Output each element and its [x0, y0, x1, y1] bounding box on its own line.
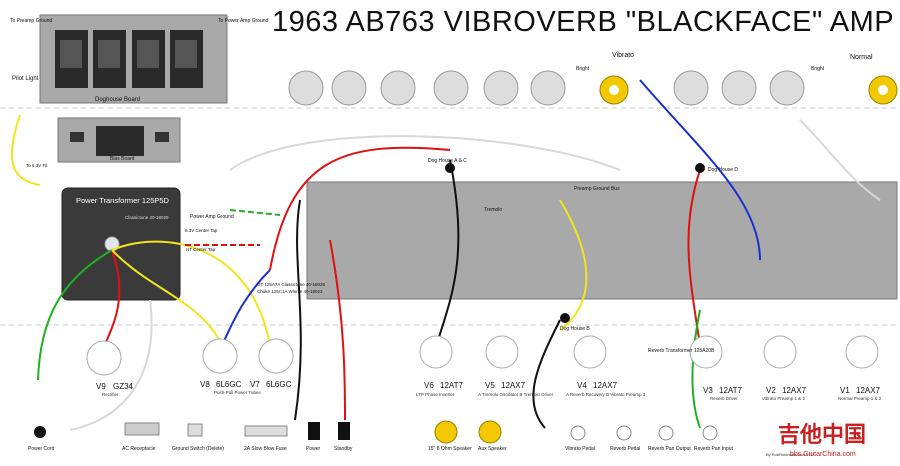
tube-role-v9: Rectifier [102, 392, 119, 397]
center-tap-label: 6.3V Center Tap [185, 228, 218, 233]
watermark-cn: 吉他中国 [778, 422, 866, 447]
page-title: 1963 AB763 VIBROVERB "BLACKFACE" AMP [272, 6, 895, 38]
rear-panel-jacks [34, 420, 718, 444]
tube-role-v4: A Reverb Recovery B Vibrato Preamp 3 [566, 392, 646, 397]
output-transformer-label: OT 125A7A Classictone 40-18026 [257, 282, 325, 287]
jack-label-reverb-in: Reverb Pan Input [694, 446, 734, 452]
main-eyelet-board: Preamp Ground Bus [306, 181, 898, 300]
transformer-model: Classictone 40-18029 [125, 215, 169, 220]
rear-panel-labels: Power Cord AC Receptacle Ground Switch (… [28, 446, 734, 452]
doghouse-b-label: Dog House B [560, 326, 590, 332]
tube-type-v2: 12AX7 [782, 386, 807, 395]
tube-type-v4: 12AX7 [593, 381, 618, 390]
jack-label-speaker: 15" 8 Ohm Speaker [428, 446, 472, 452]
tube-type-v9: GZ34 [113, 382, 134, 391]
jack-label-vibrato-pedal: Vibrato Pedal [565, 446, 595, 452]
doghouse-d-label: Dog House D [708, 167, 738, 173]
tube-pos-v6: V6 [424, 381, 434, 390]
bias-board: Bias Board [57, 117, 181, 163]
tube-pos-v5: V5 [485, 381, 495, 390]
preamp-ground-label: To Preamp Ground [10, 18, 52, 24]
jack-label-reverb-pedal: Reverb Pedal [610, 446, 640, 452]
ht-center-tap-label: HT Center Tap [186, 247, 216, 252]
tube-type-v6: 12AT7 [440, 381, 464, 390]
tube-type-v1: 12AX7 [856, 386, 881, 395]
power-amp-ground-label: Power Amp Ground [190, 214, 234, 220]
transformer-title: Power Transformer 125P5D [76, 196, 170, 205]
choke-label: Choke 125C1A Winnie 40-18023 [257, 289, 323, 294]
jack-label-aux-speaker: Aux Speaker [478, 446, 507, 452]
bias-board-label: Bias Board [110, 156, 135, 162]
tube-type-v8: 6L6GC [216, 380, 242, 389]
doghouse-board: Doghouse Board [39, 14, 228, 104]
tube-type-v3: 12AT7 [719, 386, 743, 395]
jack-label-reverb-out: Reverb Pan Output [648, 446, 691, 452]
jack-label-fuse: 2A Slow Blow Fuse [244, 446, 287, 452]
tube-pos-v7: V7 [250, 380, 260, 389]
bright-label-vibrato: Bright [576, 66, 590, 72]
jack-label-standby: Standby [334, 446, 353, 452]
watermark: 吉他中国 bbs.GuitarChina.com [778, 422, 866, 458]
watermark-url: bbs.GuitarChina.com [790, 451, 856, 458]
preamp-ground-bus-label: Preamp Ground Bus [574, 186, 620, 192]
credit-label: By RobRobinette.com V2.2 [766, 452, 815, 457]
tube-labels: V9 GZ34 V8 6L6GC V7 6L6GC V6 12AT7 V5 12… [96, 380, 881, 395]
chassis-divider-lines [0, 107, 900, 326]
tube-type-v7: 6L6GC [266, 380, 292, 389]
tube-role-labels: Rectifier Push-Pull Power Tubes LTP Phas… [102, 390, 882, 401]
power-transformer: Power Transformer 125P5D Classictone 40-… [61, 187, 181, 301]
jack-label-power: Power [306, 446, 321, 452]
tube-pos-v3: V3 [703, 386, 713, 395]
jack-label-ground-switch: Ground Switch (Delete) [172, 446, 224, 452]
wiring [10, 79, 881, 431]
reverb-transformer-label: Reverb Transformer 125A20B [648, 348, 715, 354]
tube-role-v8: Push-Pull Power Tubes [214, 390, 262, 395]
doghouse-board-label: Doghouse Board [95, 97, 140, 103]
vibrato-channel-label: Vibrato [612, 52, 634, 59]
tube-sockets [86, 335, 879, 376]
tube-pos-v1: V1 [840, 386, 850, 395]
control-pots [288, 70, 805, 106]
jack-label-power-cord: Power Cord [28, 446, 55, 452]
normal-channel-label: Normal [850, 54, 873, 61]
tube-type-v5: 12AX7 [501, 381, 526, 390]
doghouse-markers: Dog House A & C Dog House D Dog House B [428, 158, 738, 332]
filament-label: To 6.3V Fil. [26, 163, 49, 168]
bright-label-normal: Bright [811, 66, 825, 72]
tube-role-v1: Normal Preamp 1 & 2 [838, 396, 882, 401]
tube-role-v6: LTP Phase Inverter [416, 392, 455, 397]
jack-label-ac-receptacle: AC Receptacle [122, 446, 156, 452]
tube-pos-v8: V8 [200, 380, 210, 389]
tube-pos-v9: V9 [96, 382, 106, 391]
tremolo-label: Tremolo [484, 207, 502, 213]
tube-role-v2: Vibrato Preamp 1 & 2 [762, 396, 805, 401]
input-jacks: Vibrato Normal [599, 52, 898, 105]
pilot-light-label: Pilot Light [12, 76, 39, 82]
doghouse-ab-label: Dog House A & C [428, 158, 467, 164]
tube-role-v3: Reverb Driver [710, 396, 738, 401]
tube-pos-v2: V2 [766, 386, 776, 395]
tube-pos-v4: V4 [577, 381, 587, 390]
tube-role-v5: A Tremolo Oscillator B Tremolo Driver [478, 392, 554, 397]
power-amp-ground-top-label: To Power Amp Ground [218, 18, 269, 24]
